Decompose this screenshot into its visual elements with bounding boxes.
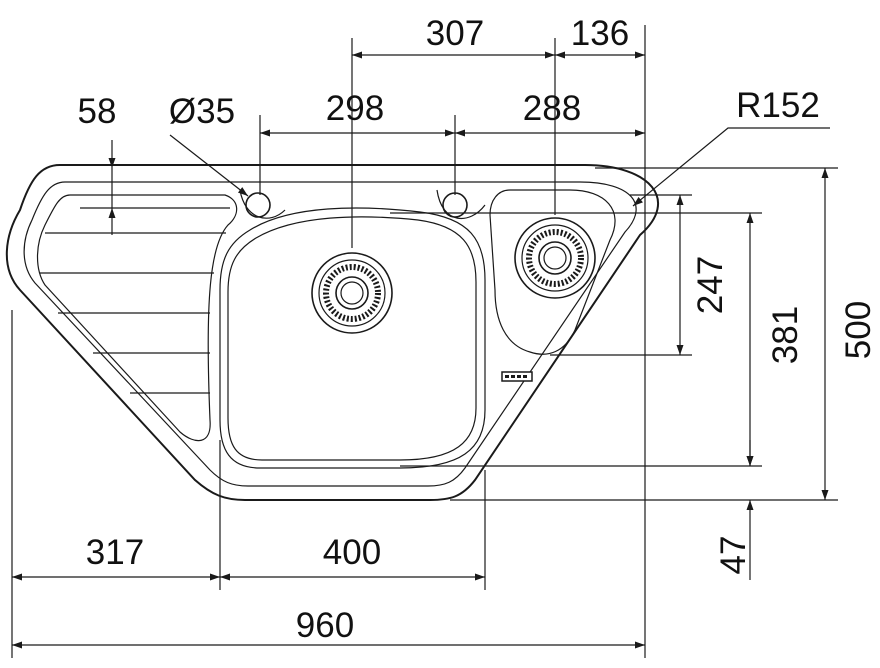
sink-inner-rim (23, 181, 637, 487)
dim-400: 400 (323, 533, 381, 572)
dim-317: 317 (86, 533, 144, 572)
dim-960: 960 (296, 606, 354, 645)
dim-381: 381 (766, 306, 805, 364)
drainer-area (36, 194, 238, 442)
tap-hole-right-boss (436, 189, 486, 220)
dim-298: 298 (326, 89, 384, 128)
small-drain-icon (514, 217, 596, 299)
dimension-lines (12, 51, 830, 649)
sink-outer-rim (5, 164, 660, 501)
dim-288: 288 (523, 89, 581, 128)
sink-body (5, 164, 660, 501)
dim-tap-hole-diameter: Ø35 (169, 92, 235, 131)
tap-hole-left-boss (239, 189, 286, 219)
dim-r152: R152 (736, 86, 820, 125)
dim-247: 247 (691, 256, 730, 314)
drainer-grooves (40, 232, 226, 394)
extension-lines (11, 25, 838, 658)
dim-307: 307 (426, 14, 484, 53)
dim-58: 58 (78, 92, 117, 131)
dim-136: 136 (571, 14, 629, 53)
main-bowl (219, 207, 486, 469)
dim-500: 500 (839, 301, 878, 359)
dimension-labels: 307 136 58 Ø35 298 288 R152 247 381 500 … (78, 14, 878, 645)
small-bowl (489, 189, 616, 355)
main-bowl-inner (227, 216, 477, 461)
dim-47: 47 (714, 536, 753, 575)
main-drain-icon (311, 252, 393, 334)
